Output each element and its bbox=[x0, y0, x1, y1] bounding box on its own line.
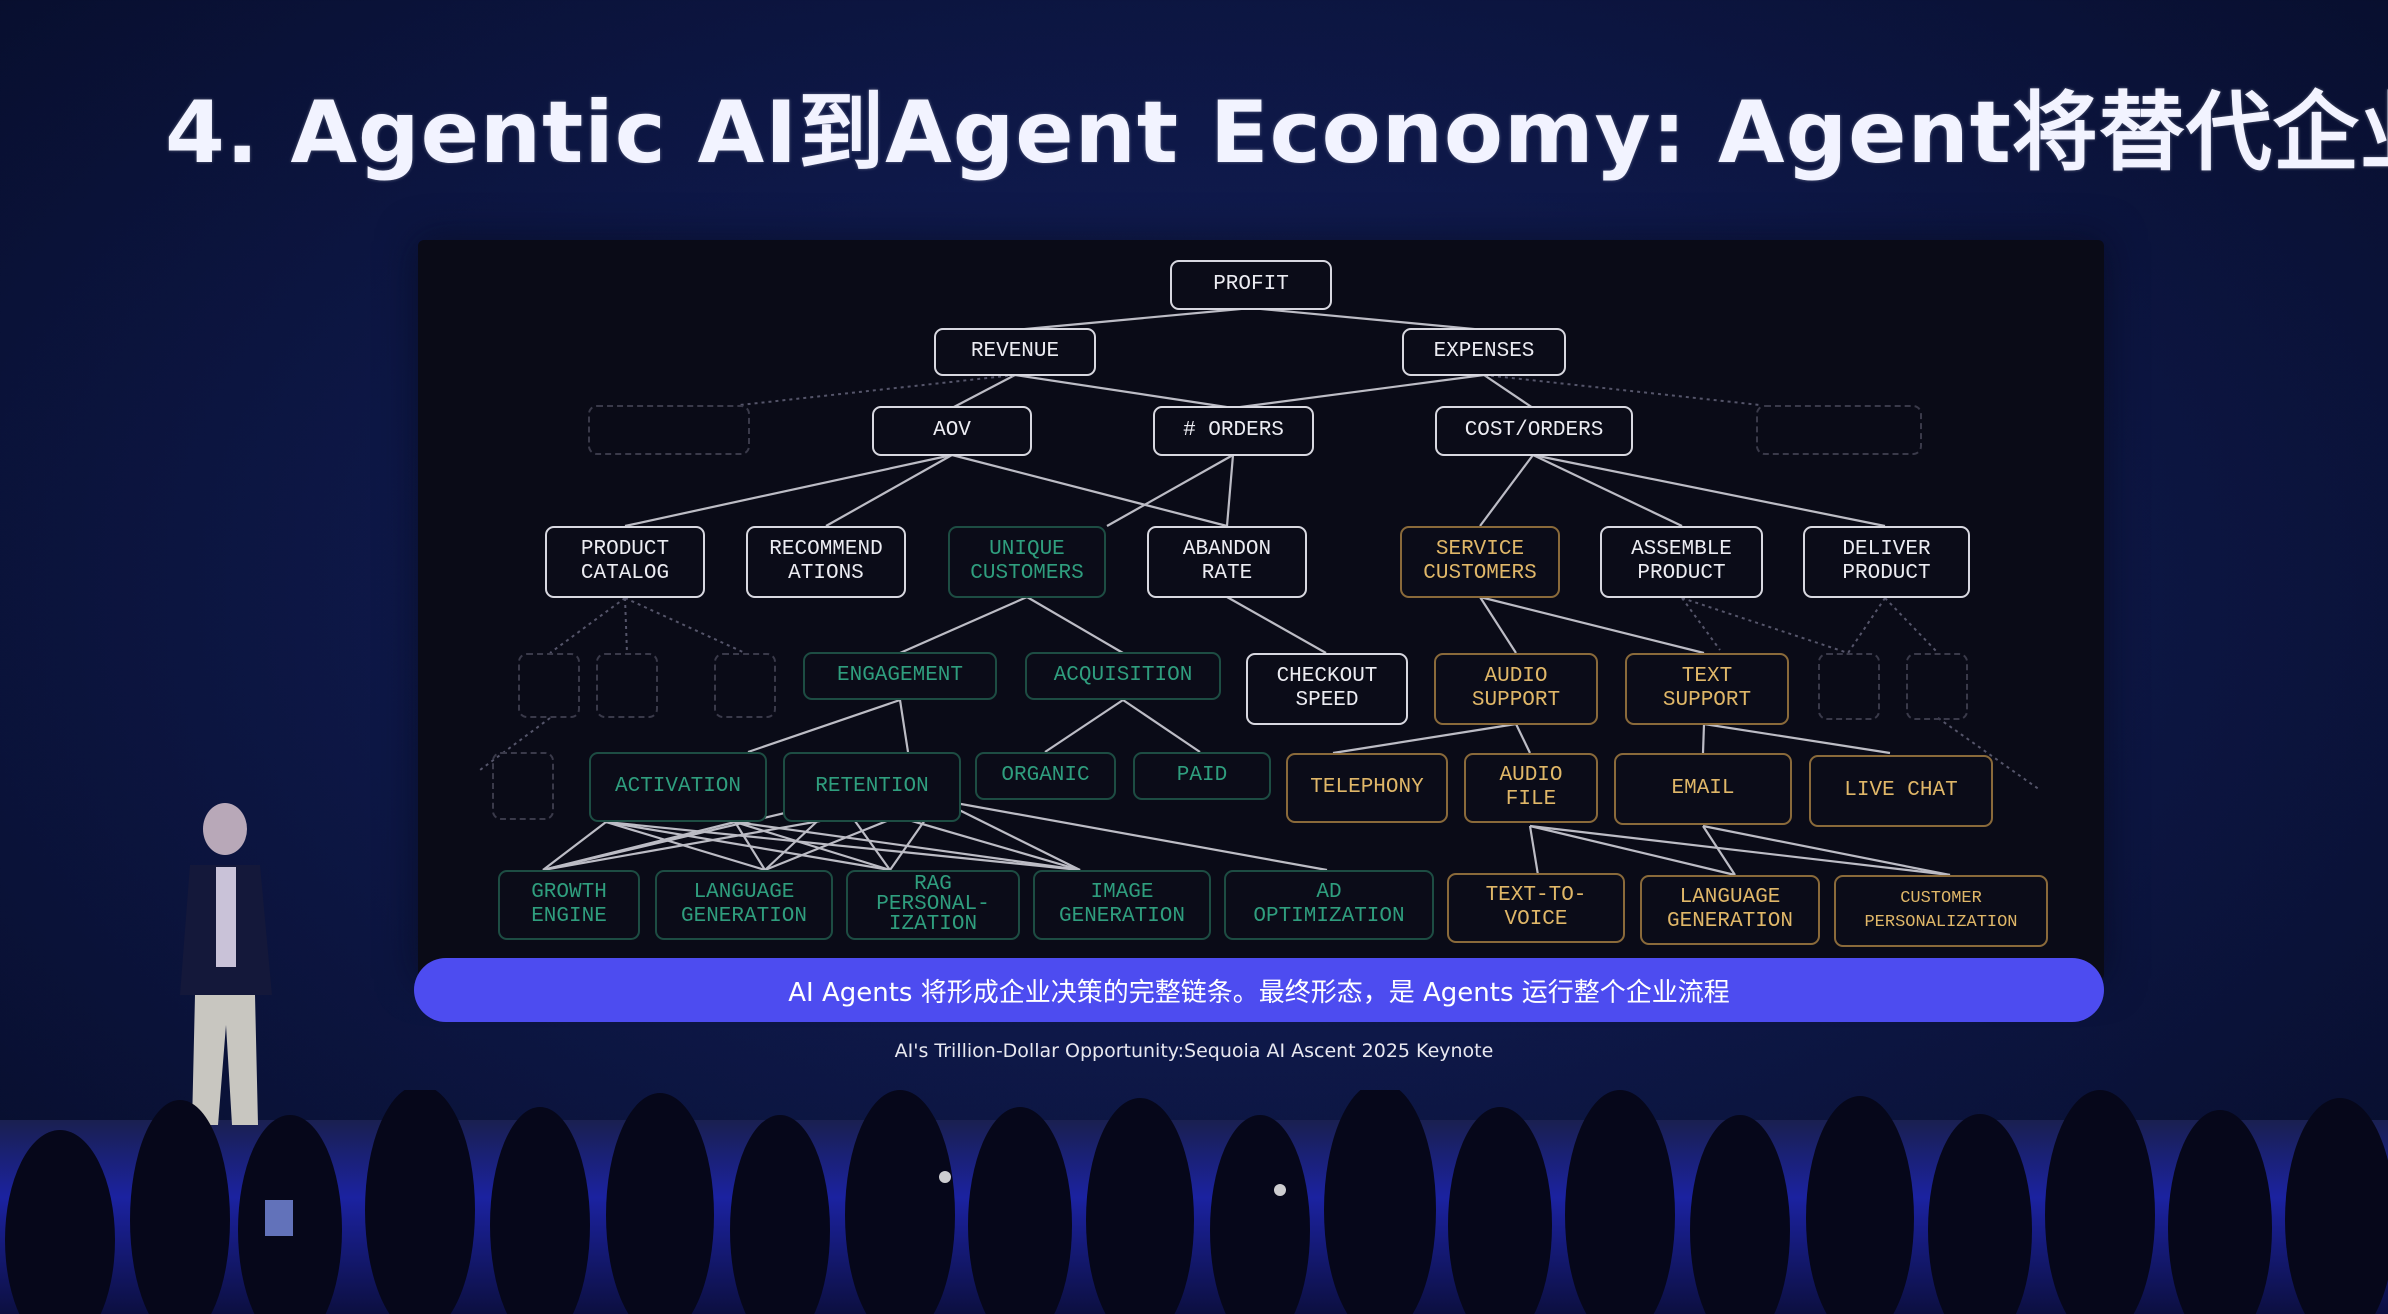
placeholder-node bbox=[1906, 653, 1968, 720]
node-organic: ORGANIC bbox=[975, 752, 1116, 800]
summary-banner: AI Agents 将形成企业决策的完整链条。最终形态，是 Agents 运行整… bbox=[414, 958, 2104, 1022]
node-text-support: TEXT SUPPORT bbox=[1625, 653, 1789, 725]
node-orders: # ORDERS bbox=[1153, 406, 1314, 456]
node-audio-support: AUDIO SUPPORT bbox=[1434, 653, 1598, 725]
node-language-generation-green: LANGUAGE GENERATION bbox=[655, 870, 833, 940]
node-abandon-rate: ABANDON RATE bbox=[1147, 526, 1307, 598]
node-paid: PAID bbox=[1133, 752, 1271, 800]
placeholder-node bbox=[492, 752, 554, 820]
node-unique-customers: UNIQUE CUSTOMERS bbox=[948, 526, 1106, 598]
diagram-panel bbox=[418, 240, 2104, 980]
node-assemble-product: ASSEMBLE PRODUCT bbox=[1600, 526, 1763, 598]
audience-silhouettes bbox=[5, 1090, 2388, 1314]
node-checkout-speed: CHECKOUT SPEED bbox=[1246, 653, 1408, 725]
node-profit: PROFIT bbox=[1170, 260, 1332, 310]
placeholder-node bbox=[588, 405, 750, 455]
node-cost-orders: COST/ORDERS bbox=[1435, 406, 1633, 456]
node-image-generation: IMAGE GENERATION bbox=[1033, 870, 1211, 940]
source-caption: AI's Trillion-Dollar Opportunity:Sequoia… bbox=[894, 1040, 1494, 1062]
node-aov: AOV bbox=[872, 406, 1032, 456]
placeholder-node bbox=[596, 653, 658, 718]
node-telephony: TELEPHONY bbox=[1286, 753, 1448, 823]
placeholder-node bbox=[518, 653, 580, 718]
node-service-customers: SERVICE CUSTOMERS bbox=[1400, 526, 1560, 598]
node-email: EMAIL bbox=[1614, 753, 1792, 825]
node-language-generation-orange: LANGUAGE GENERATION bbox=[1640, 875, 1820, 945]
node-rag-personalization: RAG PERSONAL- IZATION bbox=[846, 870, 1020, 940]
node-recommendations: RECOMMEND ATIONS bbox=[746, 526, 906, 598]
node-retention: RETENTION bbox=[783, 752, 961, 822]
slide-title: 4. Agentic AI到Agent Economy: Agent将替代企业流… bbox=[165, 83, 2388, 183]
node-deliver-product: DELIVER PRODUCT bbox=[1803, 526, 1970, 598]
node-activation: ACTIVATION bbox=[589, 752, 767, 822]
node-ad-optimization: AD OPTIMIZATION bbox=[1224, 870, 1434, 940]
node-live-chat: LIVE CHAT bbox=[1809, 755, 1993, 827]
node-product-catalog: PRODUCT CATALOG bbox=[545, 526, 705, 598]
placeholder-node bbox=[714, 653, 776, 718]
placeholder-node bbox=[1818, 653, 1880, 720]
node-expenses: EXPENSES bbox=[1402, 328, 1566, 376]
speaker-figure bbox=[180, 803, 272, 1125]
node-audio-file: AUDIO FILE bbox=[1464, 753, 1598, 823]
node-customer-personalization: CUSTOMER PERSONALIZATION bbox=[1834, 875, 2048, 947]
node-revenue: REVENUE bbox=[934, 328, 1096, 376]
node-growth-engine: GROWTH ENGINE bbox=[498, 870, 640, 940]
node-engagement: ENGAGEMENT bbox=[803, 652, 997, 700]
node-text-to-voice: TEXT-TO- VOICE bbox=[1447, 873, 1625, 943]
node-acquisition: ACQUISITION bbox=[1025, 652, 1221, 700]
placeholder-node bbox=[1756, 405, 1922, 455]
